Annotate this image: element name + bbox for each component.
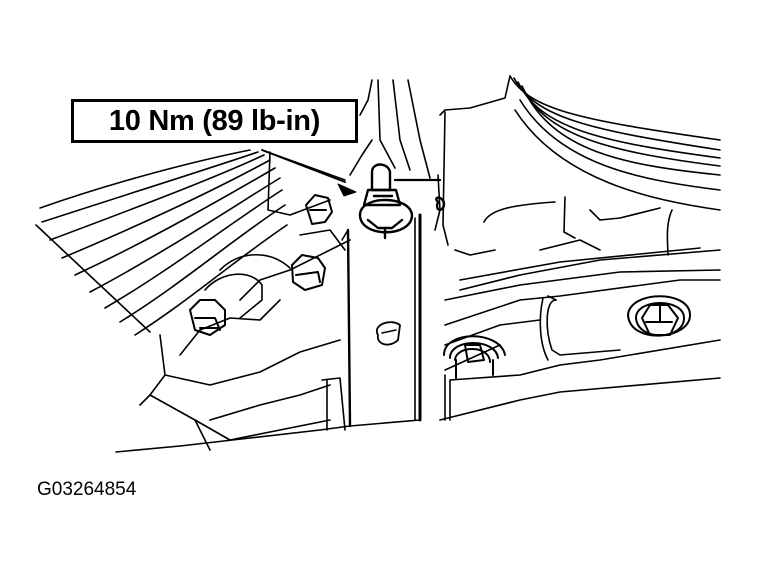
torque-callout-box: 10 Nm (89 lb-in) bbox=[71, 99, 358, 143]
bolt-left-middle bbox=[291, 254, 326, 291]
torque-callout-label: 10 Nm (89 lb-in) bbox=[108, 104, 321, 137]
right-housing-ribs bbox=[509, 75, 721, 211]
bolt-right-upper bbox=[627, 295, 691, 337]
bolt-right-lower bbox=[443, 335, 506, 379]
bolt-left-lower bbox=[189, 299, 226, 336]
leader-line bbox=[261, 149, 357, 197]
right-housing-body bbox=[439, 75, 721, 421]
left-housing-ribs bbox=[35, 149, 288, 336]
bolt-main-torque-target bbox=[358, 163, 446, 240]
bolt-left-upper bbox=[305, 194, 333, 225]
figure-id-label: G03264854 bbox=[37, 479, 137, 500]
